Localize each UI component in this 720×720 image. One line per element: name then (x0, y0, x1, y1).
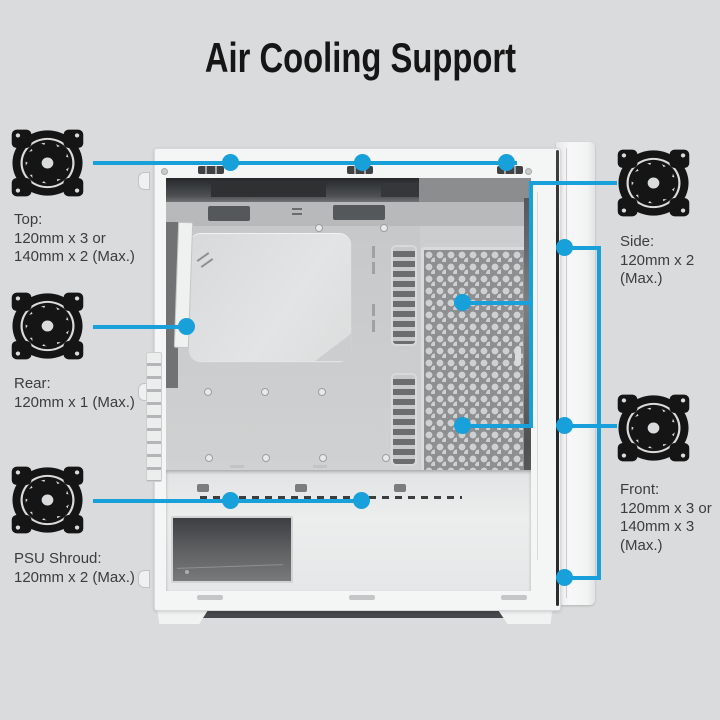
front-bracket-vline (597, 246, 601, 580)
standoff-screw (261, 388, 269, 396)
side-mount-dot-2 (454, 417, 471, 434)
side-mount-dot-1 (454, 294, 471, 311)
tie-point (292, 208, 302, 210)
front-fan-rail-gap (524, 198, 531, 550)
front-panel-seam (556, 150, 559, 606)
rear-fan-label: Rear: 120mm x 1 (Max.) (14, 375, 135, 412)
shroud-clip (197, 484, 209, 492)
front-pillar-crease (537, 192, 538, 560)
shroud-clip (295, 484, 307, 492)
top-mount-dot-2 (354, 154, 371, 171)
label-line: 120mm x 2 (Max.) (14, 568, 135, 586)
standoff-screw (262, 454, 270, 462)
top-fan-cage-shadow (211, 183, 326, 197)
page-title-text: Air Cooling Support (204, 34, 516, 81)
cable-grommet-strip-lower (391, 373, 417, 466)
rear-fan-icon (11, 292, 84, 360)
rear-mount-dot (178, 318, 195, 335)
label-line: Top: (14, 211, 43, 228)
standoff-screw (319, 454, 327, 462)
cpu-cutout (189, 233, 351, 361)
case-underside-shadow (168, 607, 540, 618)
label-line: 120mm x 3 or (14, 229, 106, 247)
standoff-screw (205, 454, 213, 462)
standoff-screw (382, 454, 390, 462)
thumbscrew-knob (138, 570, 150, 588)
label-line: 120mm x 1 (Max.) (14, 393, 135, 411)
cable-tie-slots (372, 246, 375, 278)
fan-mark (230, 465, 244, 468)
side-callout-line (531, 181, 617, 185)
screw-dot (161, 168, 168, 175)
front-callout-line (564, 424, 617, 428)
psu-edge-line (177, 564, 283, 569)
top-fan-label: Top: 120mm x 3 or 140mm x 2 (Max.) (14, 211, 135, 267)
standoff-screw (380, 224, 388, 232)
psu-screw (185, 570, 189, 574)
front-dot-line-1 (564, 246, 601, 250)
interior-top-right-panel (419, 178, 531, 202)
front-fan-icon (617, 394, 690, 462)
label-line: PSU Shroud: (14, 550, 102, 567)
label-line: (Max.) (620, 536, 663, 554)
psu-mount-dot-2 (353, 492, 370, 509)
front-panel-crease (566, 148, 567, 598)
top-callout-line (93, 161, 517, 165)
top-mount-dot-1 (222, 154, 239, 171)
standoff-screw (318, 388, 326, 396)
label-line: 120mm x 3 or (620, 499, 712, 517)
bottom-vent (197, 595, 223, 600)
label-line: 140mm x 2 (Max.) (14, 248, 135, 265)
psu-window (171, 516, 293, 583)
page-title: Air Cooling Support (0, 34, 720, 82)
front-mount-dot-1 (556, 239, 573, 256)
psu-shroud-fan-icon (11, 466, 84, 534)
front-dot-line-3 (564, 576, 601, 580)
bottom-vent (349, 595, 375, 600)
front-fan-label: Front: 120mm x 3 or 140mm x 3 (Max.) (620, 481, 712, 555)
case-interior (166, 178, 531, 591)
cable-tie-slots (372, 304, 375, 336)
front-mount-dot-3 (556, 569, 573, 586)
standoff-screw (315, 224, 323, 232)
bottom-vent (501, 595, 527, 600)
label-line: Rear: (14, 375, 51, 392)
case-foot-right (496, 607, 553, 624)
cable-cutout (208, 206, 250, 221)
psu-shroud-fan-label: PSU Shroud: 120mm x 2 (Max.) (14, 550, 135, 587)
label-line: Front: (620, 481, 660, 498)
front-panel (556, 142, 595, 605)
top-fan-icon (11, 129, 84, 197)
top-fan-clip-1 (198, 166, 224, 174)
cable-cutout (333, 205, 385, 220)
screw-dot (525, 168, 532, 175)
mesh-handle-slot (515, 346, 521, 366)
side-intake-mesh (421, 247, 527, 475)
rear-callout-line (93, 325, 193, 329)
label-line: (Max.) (620, 270, 663, 287)
side-fan-icon (617, 149, 690, 217)
psu-mount-dot-1 (222, 492, 239, 509)
front-mount-dot-2 (556, 417, 573, 434)
side-fan-label: Side: 120mm x 2 (Max.) (620, 233, 694, 289)
shroud-vent-dashes (200, 496, 462, 499)
cable-grommet-strip-upper (391, 245, 417, 346)
top-mount-dot-3 (498, 154, 515, 171)
shroud-clip (394, 484, 406, 492)
label-line: 140mm x 3 (620, 518, 695, 535)
rear-slot-vent-strip (146, 352, 162, 482)
standoff-screw (204, 388, 212, 396)
side-dot-line-2 (462, 424, 533, 428)
case-foot-left (157, 607, 210, 624)
fan-mark (313, 465, 327, 468)
thumbscrew-knob (138, 172, 150, 190)
tie-point (292, 213, 302, 215)
label-line: 120mm x 2 (620, 251, 695, 269)
side-dot-line-1 (462, 301, 533, 305)
label-line: Side: (620, 233, 655, 250)
